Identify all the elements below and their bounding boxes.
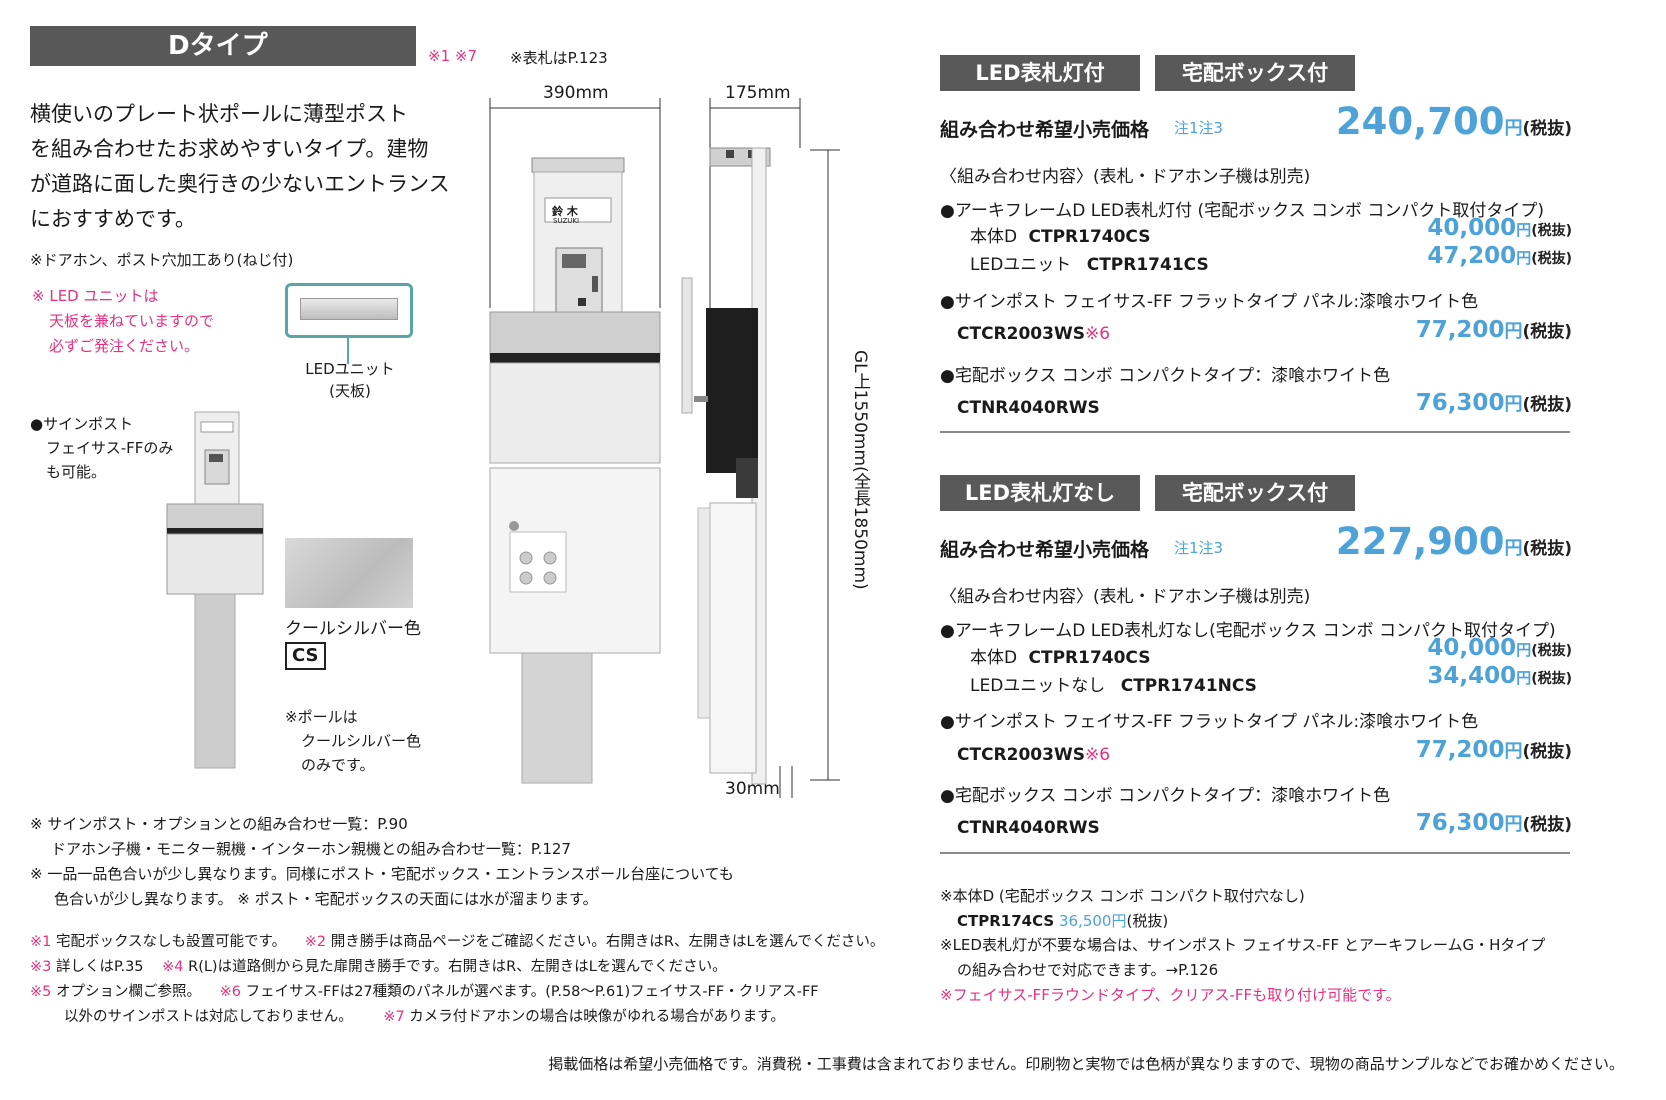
set1-divider	[940, 431, 1570, 433]
set1-item1: ●アーキフレームD LED表札灯付 (宅配ボックス コンボ コンパクト取付タイプ…	[940, 201, 1545, 221]
intro-text: 横使いのプレート状ポールに薄型ポスト を組み合わせたお求めやすいタイプ。建物 が…	[30, 102, 450, 231]
right-note-2b: の組み合わせで対応できます。→P.126	[957, 961, 1219, 979]
set1-total-price: 240,700円(税抜)	[1335, 100, 1572, 143]
led-unit-thumbnail	[285, 283, 413, 338]
footnote-line: 以外のサインポストは対応しておりません。 ※7 カメラ付ドアホンの場合は映像がゆ…	[64, 1009, 785, 1025]
set1-row2-price: 47,200円(税抜)	[1427, 243, 1572, 269]
set1-price-note: 注1注3	[1174, 119, 1224, 137]
set1-badge-box: 宅配ボックス付	[1155, 55, 1355, 91]
led-unit-image	[300, 298, 398, 320]
set1-row4: CTNR4040RWS	[957, 398, 1100, 418]
set2-price-label: 組み合わせ希望小売価格	[940, 539, 1150, 561]
right-note-2: ※LED表札灯が不要な場合は、サインポスト フェイサス-FF とアーキフレームG…	[940, 936, 1546, 954]
set2-item2: ●サインポスト フェイサス-FF フラットタイプ パネル:漆喰ホワイト色	[940, 712, 1479, 732]
set2-row1: 本体D CTPR1740CS	[970, 648, 1151, 668]
depth-dimension: 175mm	[725, 83, 791, 103]
footer-disclaimer: 掲載価格は希望小売価格です。消費税・工事費は含まれておりません。印刷物と実物では…	[548, 1055, 1624, 1073]
title-notes-ref: ※1 ※7	[428, 47, 477, 65]
intro-note: ※ドアホン、ポスト穴加工あり(ねじ付)	[30, 251, 294, 269]
notes-main: ※ サインポスト・オプションとの組み合わせ一覧：P.90 ドアホン子機・モニター…	[30, 815, 734, 908]
set1-badge-led: LED表札灯付	[940, 55, 1140, 91]
set2-row4-price: 76,300円(税抜)	[1415, 810, 1572, 836]
width-dimension: 390mm	[543, 83, 609, 103]
set2-badge-box: 宅配ボックス付	[1155, 475, 1355, 511]
set2-row3: CTCR2003WS※6	[957, 745, 1111, 765]
signpost-note: ●サインポスト フェイサス-FFのみ も可能。	[30, 415, 174, 481]
footnote-line: ※1 宅配ボックスなしも設置可能です。 ※2 開き勝手は商品ページをご確認くださ…	[30, 934, 885, 950]
set2-item1: ●アーキフレームD LED表札灯なし(宅配ボックス コンボ コンパクト取付タイプ…	[940, 621, 1556, 641]
footnotes: ※1 宅配ボックスなしも設置可能です。 ※2 開き勝手は商品ページをご確認くださ…	[30, 930, 884, 1030]
set2-badge-led: LED表札灯なし	[940, 475, 1140, 511]
pole-note: ※ポールは クールシルバー色 のみです。	[285, 708, 422, 774]
small-product-image	[166, 411, 264, 769]
set1-row3-price: 77,200円(税抜)	[1415, 317, 1572, 343]
product-drawing	[489, 98, 840, 798]
set1-row1-price: 40,000円(税抜)	[1427, 215, 1572, 241]
nameplate-ref: ※表札はP.123	[510, 49, 608, 67]
set2-price-note: 注1注3	[1174, 539, 1224, 557]
right-note-3: ※フェイサス-FFラウンドタイプ、クリアス-FFも取り付け可能です。	[940, 986, 1401, 1004]
set1-row1: 本体D CTPR1740CS	[970, 227, 1151, 247]
footnote-line: ※5 オプション欄ご参照。 ※6 フェイサス-FFは27種類のパネルが選べます。…	[30, 984, 819, 1000]
height-dimension: GL上1550mm(全長1850mm)	[850, 350, 870, 590]
right-note-1-price: CTPR174CS 36,500円(税抜)	[957, 912, 1169, 930]
set2-row2: LEDユニットなし CTPR1741NCS	[970, 676, 1257, 696]
nameplate-text: 鈴 木	[552, 205, 578, 218]
set1-contents: 〈組み合わせ内容〉(表札・ドアホン子機は別売)	[940, 167, 1311, 187]
set1-row2: LEDユニット CTPR1741CS	[970, 255, 1209, 275]
led-note: ※ LED ユニットは 天板を兼ねていますので 必ずご発注ください。	[32, 287, 215, 355]
led-unit-label: LEDユニット (天板)	[305, 360, 395, 400]
set1-item3: ●宅配ボックス コンボ コンパクトタイプ：漆喰ホワイト色	[940, 366, 1391, 386]
page-title: Dタイプ	[30, 26, 416, 66]
led-unit-leader	[347, 336, 349, 364]
set2-row1-price: 40,000円(税抜)	[1427, 635, 1572, 661]
set2-item3: ●宅配ボックス コンボ コンパクトタイプ：漆喰ホワイト色	[940, 786, 1391, 806]
footnote-line: ※3 詳しくはP.35 ※4 R(L)は道路側から見た扉開き勝手です。右開きはR…	[30, 959, 727, 975]
set2-row3-price: 77,200円(税抜)	[1415, 737, 1572, 763]
set2-contents: 〈組み合わせ内容〉(表札・ドアホン子機は別売)	[940, 587, 1311, 607]
color-swatch	[285, 538, 413, 608]
set2-total-price: 227,900円(税抜)	[1335, 520, 1572, 563]
set1-item2: ●サインポスト フェイサス-FF フラットタイプ パネル:漆喰ホワイト色	[940, 292, 1479, 312]
set2-row4: CTNR4040RWS	[957, 818, 1100, 838]
set1-row4-price: 76,300円(税抜)	[1415, 390, 1572, 416]
set1-price-label: 組み合わせ希望小売価格	[940, 119, 1150, 141]
nameplate-text-en: SUZUKI	[553, 217, 580, 225]
color-code-badge: CS	[285, 642, 326, 670]
set2-divider	[940, 852, 1570, 854]
right-note-1: ※本体D (宅配ボックス コンボ コンパクト取付穴なし)	[940, 887, 1305, 905]
set2-row2-price: 34,400円(税抜)	[1427, 663, 1572, 689]
set1-row3: CTCR2003WS※6	[957, 324, 1111, 344]
color-name: クールシルバー色	[285, 619, 421, 639]
